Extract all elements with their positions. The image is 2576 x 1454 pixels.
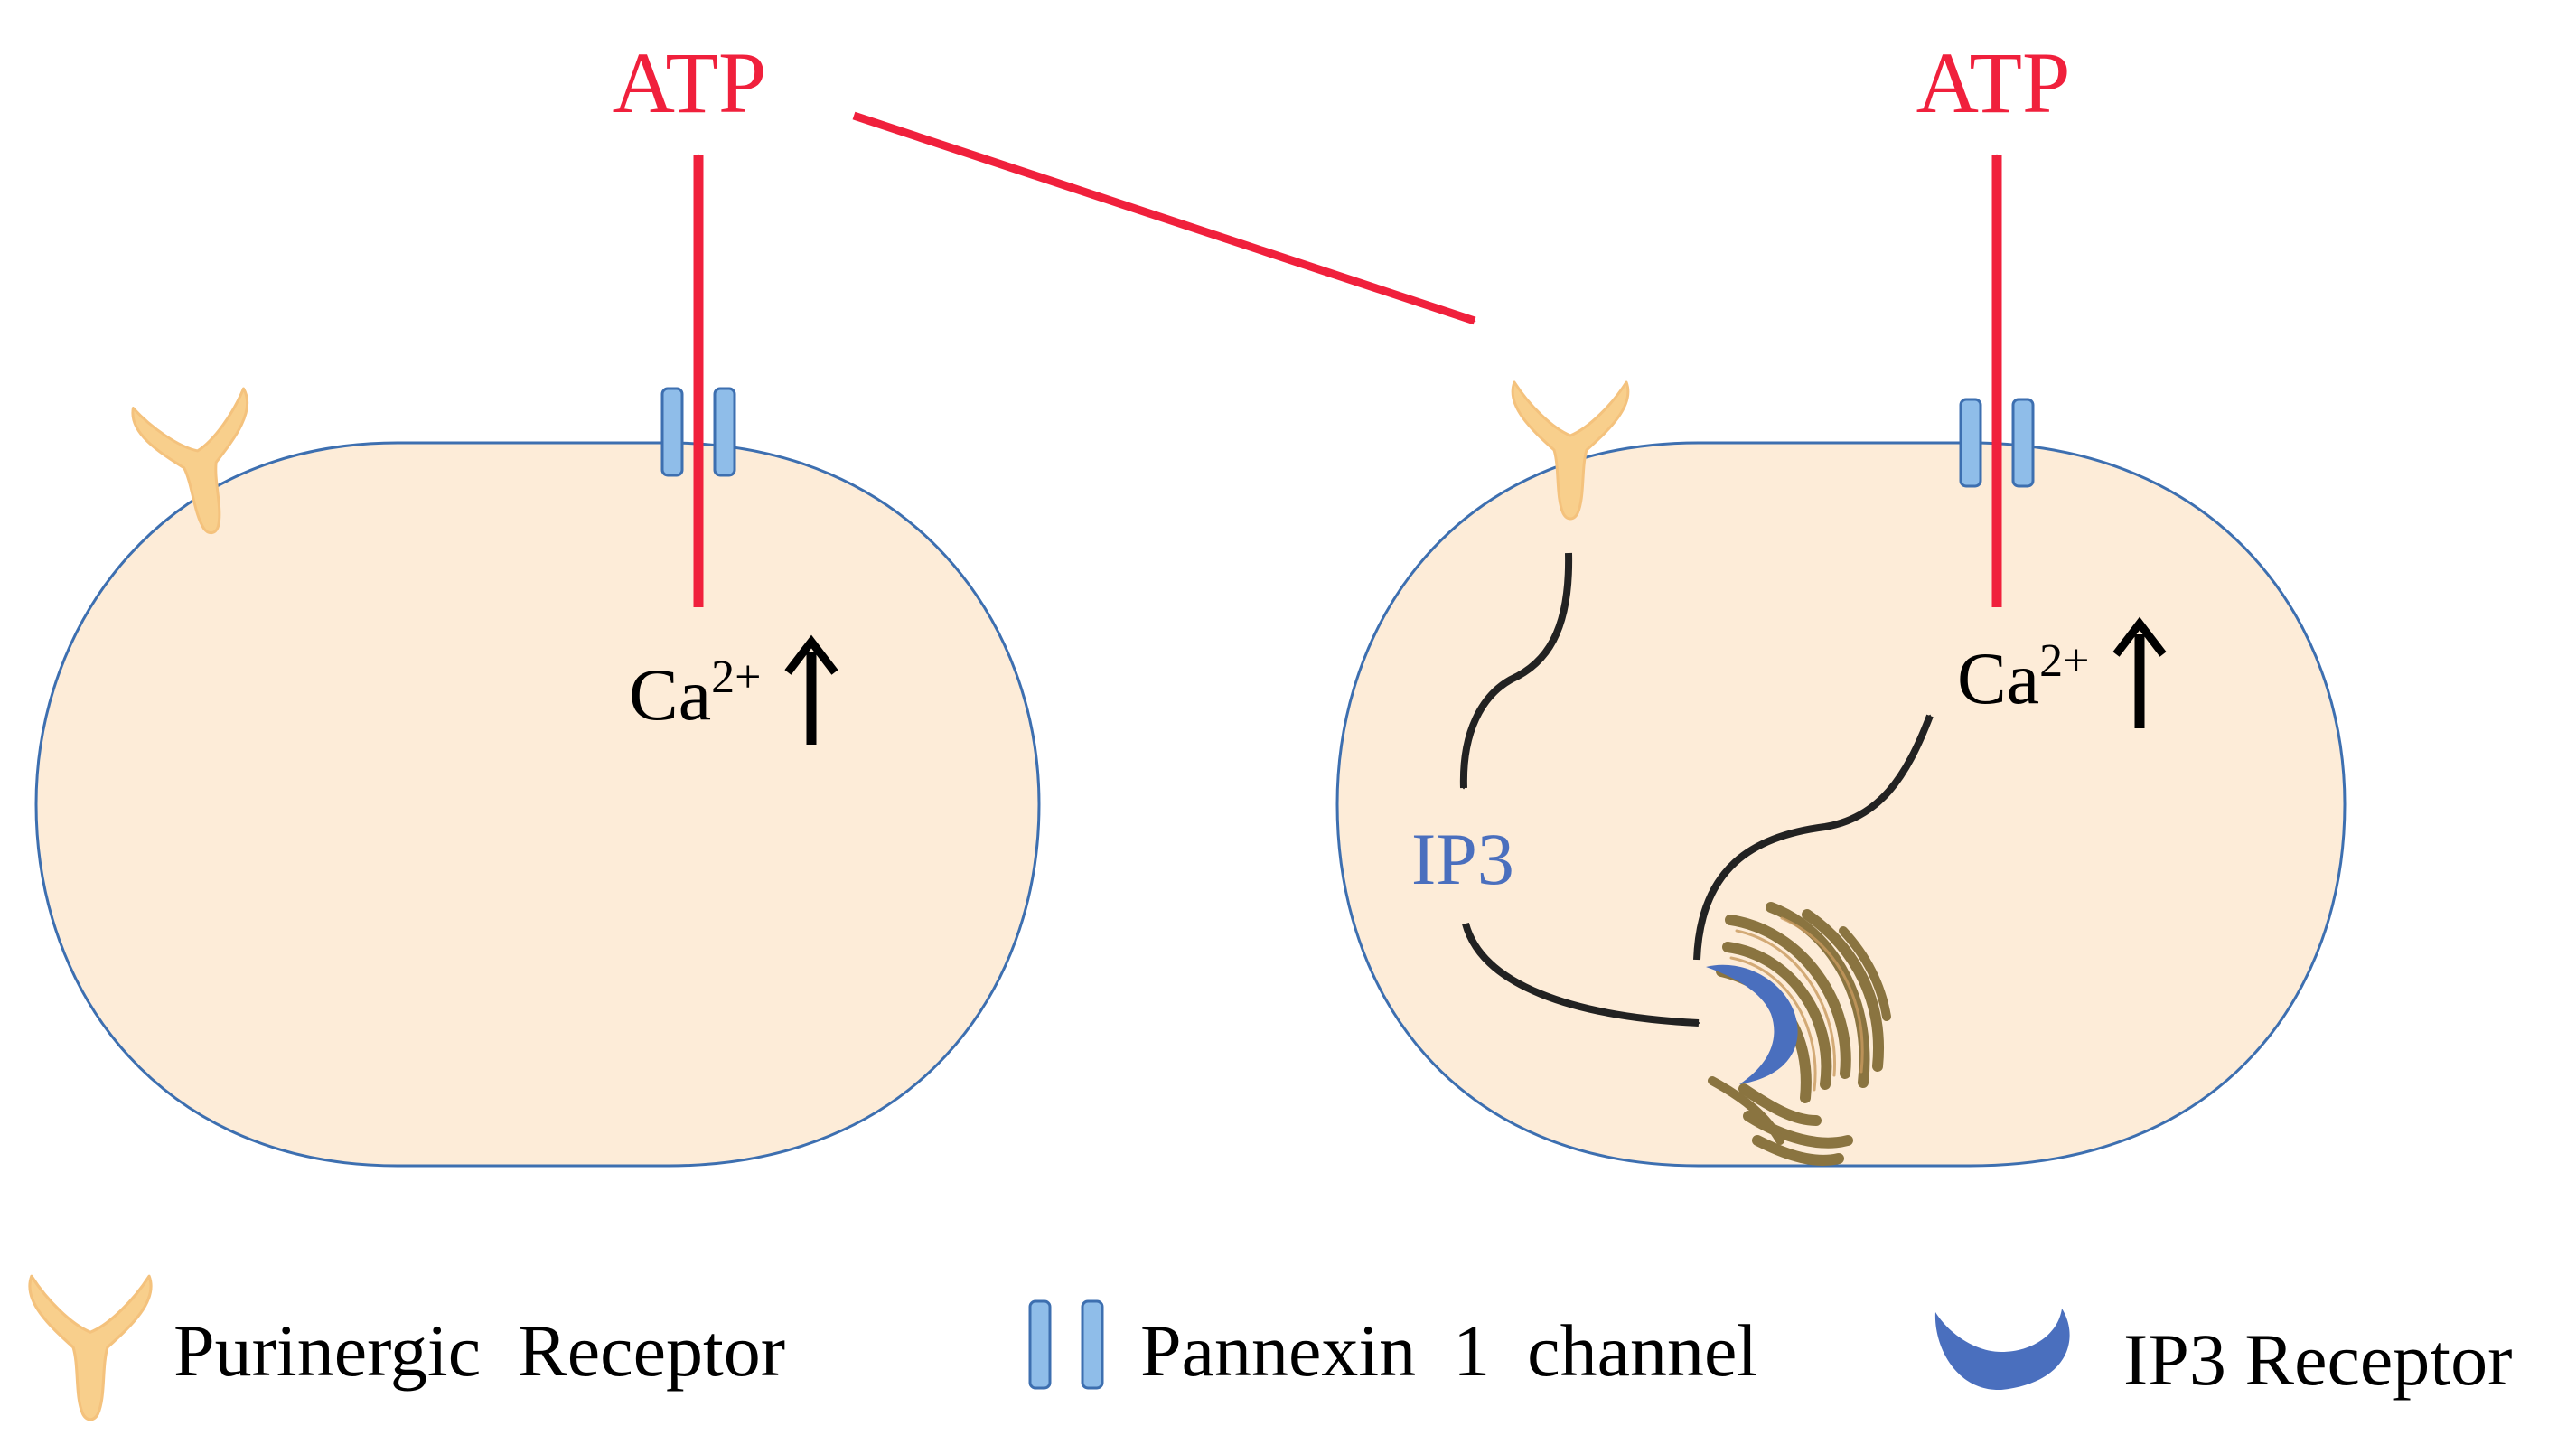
calcium-superscript: 2+ [2039, 635, 2089, 687]
legend-pannexin-label: Pannexin 1 channel [1140, 1309, 1757, 1392]
legend: Purinergic Receptor Pannexin 1 channel I… [28, 1274, 2512, 1421]
legend-purinergic-label: Purinergic Receptor [173, 1309, 785, 1392]
er-to-calcium-arrow [1693, 714, 1934, 961]
er-lumen-highlights [1729, 916, 1864, 1092]
calcium-increase-arrow-right [2112, 616, 2167, 728]
cell-left-membrane [34, 441, 1041, 1168]
legend-pannexin-channel-icon [1028, 1299, 1104, 1390]
calcium-symbol: Ca [629, 653, 711, 736]
atp-signal-arrow [852, 111, 1475, 325]
ip3-receptor-icon [1706, 964, 1798, 1084]
ip3-to-receptor-arrow [1462, 922, 1699, 1027]
calcium-label-right: Ca2+ [1957, 635, 2089, 719]
receptor-to-ip3-arrow [1459, 552, 1573, 788]
cell-left: ATP Ca2+ [34, 34, 1041, 1168]
ip3-label: IP3 [1411, 818, 1514, 900]
calcium-increase-arrow-left [784, 634, 838, 745]
calcium-label-left: Ca2+ [629, 652, 761, 736]
legend-ip3-receptor-label: IP3 Receptor [2123, 1318, 2512, 1401]
legend-purinergic-receptor-icon [28, 1274, 153, 1421]
cell-right: ATP IP3 Ca2+ [1335, 34, 2347, 1168]
cell-right-membrane [1335, 441, 2347, 1168]
legend-ip3-receptor-icon [1934, 1309, 2070, 1391]
calcium-symbol: Ca [1957, 637, 2039, 719]
calcium-superscript: 2+ [711, 652, 761, 703]
atp-label-left: ATP [613, 34, 767, 131]
atp-label-right: ATP [1916, 34, 2071, 131]
